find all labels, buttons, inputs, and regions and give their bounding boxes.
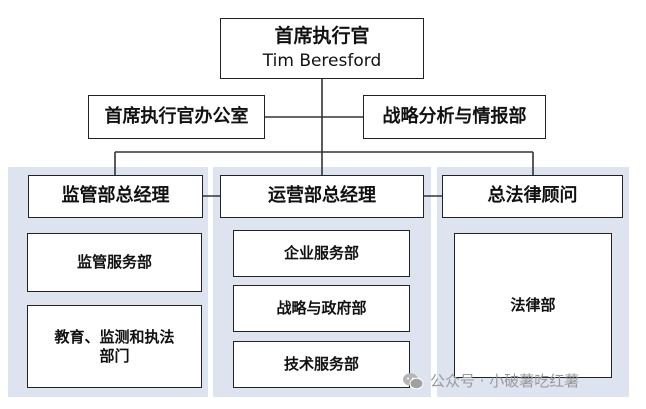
watermark-text: 公众号 · 小破薯吃红薯 (430, 372, 580, 390)
operations-unit-box: 战略与政府部 (233, 285, 410, 332)
operations-unit-box: 技术服务部 (233, 341, 410, 388)
ceo-title: 首席执行官 (274, 25, 370, 47)
wechat-icon (403, 372, 424, 389)
legal-head-box: 总法律顾问 (442, 175, 623, 218)
operations-unit-box: 企业服务部 (233, 230, 410, 277)
ceo-box: 首席执行官 Tim Beresford (220, 18, 424, 79)
supervision-unit-box: 教育、监测和执法部门 (27, 305, 202, 388)
watermark: 公众号 · 小破薯吃红薯 (402, 370, 579, 391)
supervision-head-box: 监管部总经理 (28, 175, 203, 218)
supervision-unit-box: 监管服务部 (27, 233, 202, 292)
strategy-intel-box: 战略分析与情报部 (363, 95, 546, 139)
ceo-office-box: 首席执行官办公室 (88, 95, 265, 139)
legal-unit-box: 法律部 (454, 233, 612, 378)
ceo-name: Tim Beresford (262, 50, 382, 71)
operations-head-box: 运营部总经理 (220, 175, 424, 218)
